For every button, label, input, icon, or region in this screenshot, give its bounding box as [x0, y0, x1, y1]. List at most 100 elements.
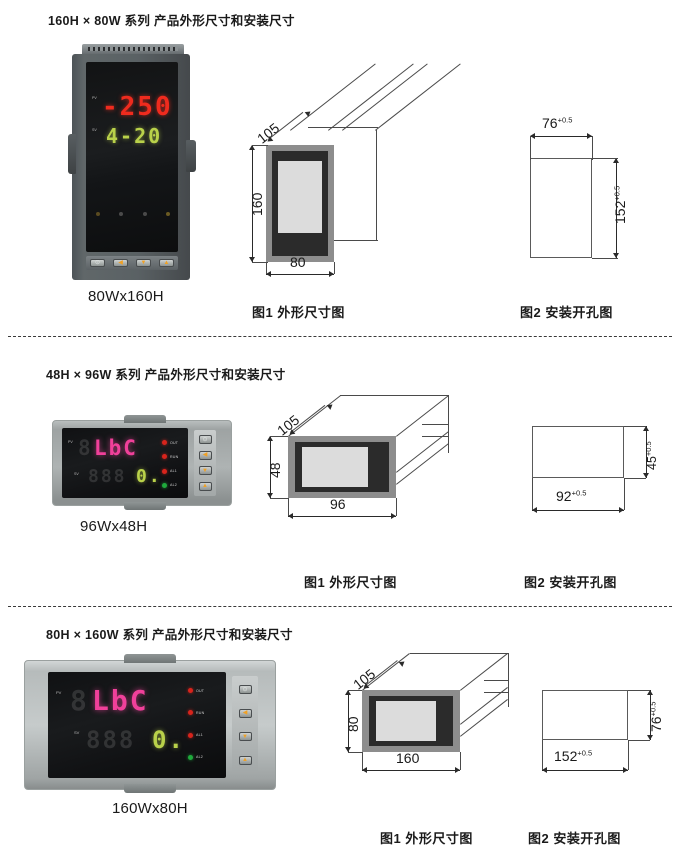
- model-label: 80Wx160H: [88, 288, 164, 305]
- caption-cutout-1: 图2 安装开孔图: [520, 305, 613, 320]
- sv-value: 0.: [152, 726, 185, 754]
- dim-cutout-height: 76+0.5: [648, 701, 664, 732]
- dim-cutout-width: 152+0.5: [554, 748, 593, 764]
- sv-ghost-digits: 888: [86, 726, 136, 754]
- side-mount-tab: [186, 140, 196, 172]
- dim-height: 48: [267, 462, 283, 478]
- lamp-dot: [188, 710, 193, 716]
- down-key[interactable]: ▼: [238, 732, 252, 742]
- up-key[interactable]: ▲: [238, 755, 252, 765]
- lamp-dot: [162, 440, 167, 445]
- pv-row-mark: PV: [56, 690, 62, 695]
- lamp-dot: [162, 454, 167, 460]
- set-icon: ⊙: [242, 686, 248, 693]
- outline-drawing-1: 105 160 80: [248, 63, 461, 282]
- screen-glass: [376, 701, 436, 741]
- up-arrow-icon: ▲: [202, 483, 208, 490]
- panel-cutout: [542, 690, 628, 740]
- section-80h-160w: 80H × 160W 系列 产品外形尺寸和安装尺寸 PV SV 8 LbC 88…: [0, 610, 680, 863]
- down-key[interactable]: ▼: [136, 259, 151, 267]
- dim-cutout-height: 45+0.5: [644, 441, 660, 470]
- caption-outline-3: 图1 外形尺寸图: [380, 831, 473, 846]
- dim-cutout-height: 152+0.5: [612, 185, 628, 224]
- caption-cutout-2: 图2 安装开孔图: [524, 575, 617, 590]
- model-label: 96Wx48H: [80, 518, 148, 535]
- screen-glass: [278, 161, 322, 233]
- lamp-dot: [188, 732, 193, 738]
- down-arrow-icon: ▼: [140, 260, 147, 266]
- indicator-lamps: OUT RUN AL1 AL2: [162, 440, 186, 488]
- down-arrow-icon: ▼: [242, 733, 248, 740]
- cutout-drawing-2: 45+0.5 92+0.5: [520, 418, 670, 538]
- down-arrow-icon: ▼: [202, 467, 208, 474]
- dim-width: 160: [396, 750, 420, 766]
- section-title: 160H × 80W 系列 产品外形尺寸和安装尺寸: [48, 14, 295, 28]
- product-photo-96wx48h: PV SV 8 LbC 888 0. OUT RUN AL1: [52, 412, 242, 522]
- left-arrow-icon: ◀: [202, 452, 208, 459]
- up-arrow-icon: ▲: [163, 260, 170, 266]
- lamp-dot: [188, 688, 193, 693]
- lamp-out: OUT: [162, 440, 186, 445]
- up-key[interactable]: ▲: [159, 259, 174, 267]
- left-key[interactable]: ◀: [113, 259, 128, 267]
- sv-row-mark: SV: [92, 128, 97, 132]
- dim-width: 96: [330, 496, 346, 512]
- caption-outline-1: 图1 外形尺寸图: [252, 305, 345, 320]
- bottom-handle: [124, 784, 176, 793]
- sv-row-mark: SV: [74, 730, 80, 735]
- keypad[interactable]: ⊙ ◀ ▼ ▲: [232, 676, 258, 774]
- lamp-label: RUN: [170, 454, 179, 459]
- lamp-label: AL1: [196, 733, 203, 738]
- product-photo-160wx80h: PV SV 8 LbC 888 0. OUT RUN AL1: [24, 652, 284, 793]
- set-key[interactable]: ⊙: [198, 435, 212, 445]
- panel-cutout: [532, 426, 624, 478]
- screen-glass: [302, 447, 368, 487]
- left-key[interactable]: ◀: [198, 450, 212, 460]
- pv-row-mark: PV: [92, 96, 97, 100]
- section-title: 48H × 96W 系列 产品外形尺寸和安装尺寸: [46, 368, 286, 382]
- pv-row-mark: PV: [68, 440, 73, 444]
- pv-ghost-digit: 8: [78, 436, 93, 460]
- lamp-dot: [162, 482, 167, 488]
- sv-value: 0.: [136, 466, 162, 487]
- lamp-al2: AL2: [188, 754, 216, 760]
- dim-cutout-width: 76+0.5: [542, 115, 573, 131]
- lamp-al2: AL2: [162, 482, 186, 488]
- lamp-run: RUN: [162, 454, 186, 460]
- side-mount-tab: [68, 134, 76, 174]
- dim-width: 80: [290, 254, 306, 270]
- dim-height: 160: [249, 192, 265, 216]
- set-key[interactable]: ⊙: [238, 685, 252, 695]
- up-arrow-icon: ▲: [242, 757, 248, 764]
- lamp-label: AL1: [170, 469, 177, 474]
- section-divider: [8, 606, 672, 607]
- lamp-dot: [162, 468, 167, 474]
- set-icon: ⊙: [94, 260, 101, 266]
- product-photo-80wx160h: -250 4-20 PV SV ⊙ ◀ ▼ ▲: [68, 44, 198, 280]
- pv-ghost-digit: 8: [70, 684, 89, 717]
- lamp-label: OUT: [196, 688, 205, 693]
- display-screen: PV SV 8 LbC 888 0. OUT RUN AL1: [48, 672, 226, 778]
- cutout-drawing-1: 76+0.5 152+0.5: [516, 112, 676, 282]
- sv-ghost-digits: 888: [88, 466, 127, 487]
- left-arrow-icon: ◀: [242, 710, 248, 717]
- display-screen: PV SV 8 LbC 888 0. OUT RUN AL1: [62, 428, 188, 498]
- case-top-cap: [82, 44, 184, 56]
- pv-value: -250: [102, 92, 173, 122]
- panel-cutout: [530, 158, 592, 258]
- set-key[interactable]: ⊙: [90, 259, 105, 267]
- sv-value: 4-20: [106, 124, 163, 148]
- lamp-run: RUN: [188, 710, 216, 716]
- lamp-al1: AL1: [188, 732, 216, 738]
- keypad[interactable]: ⊙ ◀ ▼ ▲: [194, 430, 216, 496]
- lamp-dot: [188, 754, 193, 760]
- pv-value: LbC: [92, 684, 149, 717]
- left-key[interactable]: ◀: [238, 708, 252, 718]
- top-handle: [124, 654, 176, 663]
- down-key[interactable]: ▼: [198, 466, 212, 476]
- keypad[interactable]: ⊙ ◀ ▼ ▲: [86, 256, 178, 270]
- dim-height: 80: [345, 716, 361, 732]
- left-arrow-icon: ◀: [118, 260, 123, 266]
- up-key[interactable]: ▲: [198, 481, 212, 491]
- caption-cutout-3: 图2 安装开孔图: [528, 831, 621, 846]
